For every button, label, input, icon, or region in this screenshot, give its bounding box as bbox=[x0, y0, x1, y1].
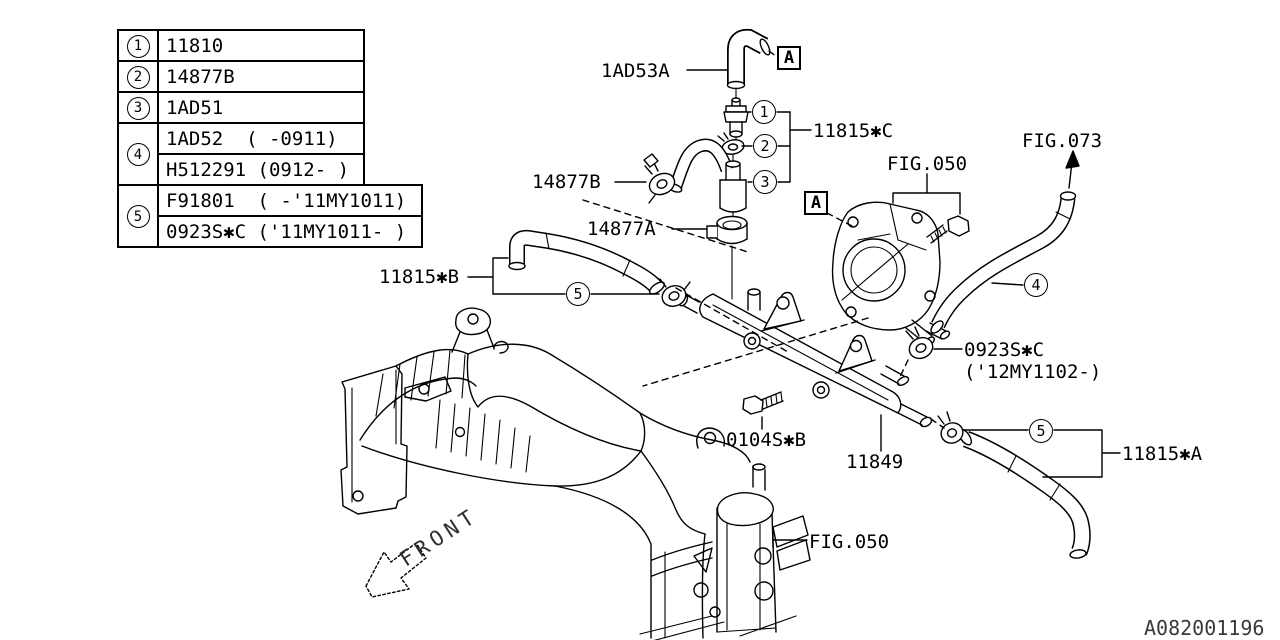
part-label-11815a: 11815✱A bbox=[1122, 443, 1203, 465]
parts-legend-table: 1 11810 2 14877B 3 1AD51 4 1AD52 ( -0911… bbox=[117, 29, 423, 248]
table-row: 5 F91801 ( -'11MY1011) bbox=[117, 184, 423, 248]
part-label-0923sc-note: ('12MY1102-) bbox=[964, 361, 1102, 383]
part-number-cell: 0923S✱C ('11MY1011- ) bbox=[157, 215, 423, 248]
clamp-item2-drawing bbox=[717, 132, 745, 162]
part-number-cell: 1AD52 ( -0911) bbox=[157, 122, 365, 155]
figure-ref-050-top: FIG.050 bbox=[887, 153, 968, 175]
figure-ref-073: FIG.073 bbox=[1022, 130, 1103, 152]
callout-circle-5-right: 5 bbox=[1029, 419, 1053, 443]
hose-1ad53a-drawing bbox=[726, 28, 771, 99]
section-marker-a-mid: A bbox=[804, 191, 828, 215]
callout-circle-3: 3 bbox=[753, 170, 777, 194]
callout-circle-2: 2 bbox=[753, 134, 777, 158]
callout-circle-4: 4 bbox=[1024, 273, 1048, 297]
section-marker-a-top: A bbox=[777, 46, 801, 70]
document-number: A082001196 bbox=[1144, 616, 1265, 640]
part-number-cell: F91801 ( -'11MY1011) bbox=[157, 184, 423, 217]
part-label-1ad53a: 1AD53A bbox=[601, 60, 670, 82]
callout-5: 5 bbox=[126, 205, 150, 229]
part-label-0104sb: 0104S✱B bbox=[726, 429, 807, 451]
part-number-cell: 11810 bbox=[157, 29, 365, 62]
connector-stack-drawing bbox=[667, 138, 747, 217]
callout-2: 2 bbox=[126, 65, 150, 89]
front-arrow bbox=[365, 542, 427, 598]
hose-11815b-drawing bbox=[508, 229, 691, 307]
hose-11815a-drawing bbox=[937, 411, 1091, 559]
dashed-construction-lines bbox=[582, 50, 945, 429]
table-row: 2 14877B bbox=[117, 60, 422, 93]
part-label-11815c: 11815✱C bbox=[813, 120, 894, 142]
part-number-cell: 14877B bbox=[157, 60, 365, 93]
part-number-cell: 1AD51 bbox=[157, 91, 365, 124]
part-label-11849: 11849 bbox=[846, 451, 904, 473]
callout-4: 4 bbox=[126, 143, 150, 167]
intake-manifold-drawing bbox=[340, 307, 811, 640]
table-row: 3 1AD51 bbox=[117, 91, 422, 124]
part-label-14877a: 14877A bbox=[587, 218, 656, 240]
leader-lines bbox=[467, 69, 1121, 548]
part-label-11815b: 11815✱B bbox=[379, 266, 460, 288]
pcv-valve-drawing bbox=[723, 97, 749, 141]
fig073-arrow bbox=[1065, 150, 1080, 189]
grommet-14877a-drawing bbox=[706, 215, 748, 245]
callout-3: 3 bbox=[126, 96, 150, 120]
part-number-cell: H512291 (0912- ) bbox=[157, 153, 365, 186]
part-label-14877b: 14877B bbox=[532, 171, 601, 193]
hose-1ad52-drawing bbox=[930, 191, 1077, 334]
callout-circle-1: 1 bbox=[752, 100, 776, 124]
table-row: 1 11810 bbox=[117, 29, 422, 62]
clamp-14877b-drawing bbox=[643, 153, 676, 204]
callout-1: 1 bbox=[126, 34, 150, 58]
figure-ref-050-bottom: FIG.050 bbox=[809, 531, 890, 553]
table-row: 0923S✱C ('11MY1011- ) bbox=[118, 215, 423, 248]
table-row: H512291 (0912- ) bbox=[118, 153, 422, 186]
pump-fig050-drawing bbox=[831, 201, 970, 346]
callout-circle-5-left: 5 bbox=[566, 282, 590, 306]
bolt-0104sb-drawing bbox=[742, 391, 784, 415]
table-row: 4 1AD52 ( -0911) bbox=[117, 122, 422, 186]
clamp-0923sc-drawing bbox=[905, 326, 934, 360]
part-label-0923sc: 0923S✱C bbox=[964, 339, 1045, 361]
fuel-pipe-11849-drawing bbox=[677, 245, 951, 428]
